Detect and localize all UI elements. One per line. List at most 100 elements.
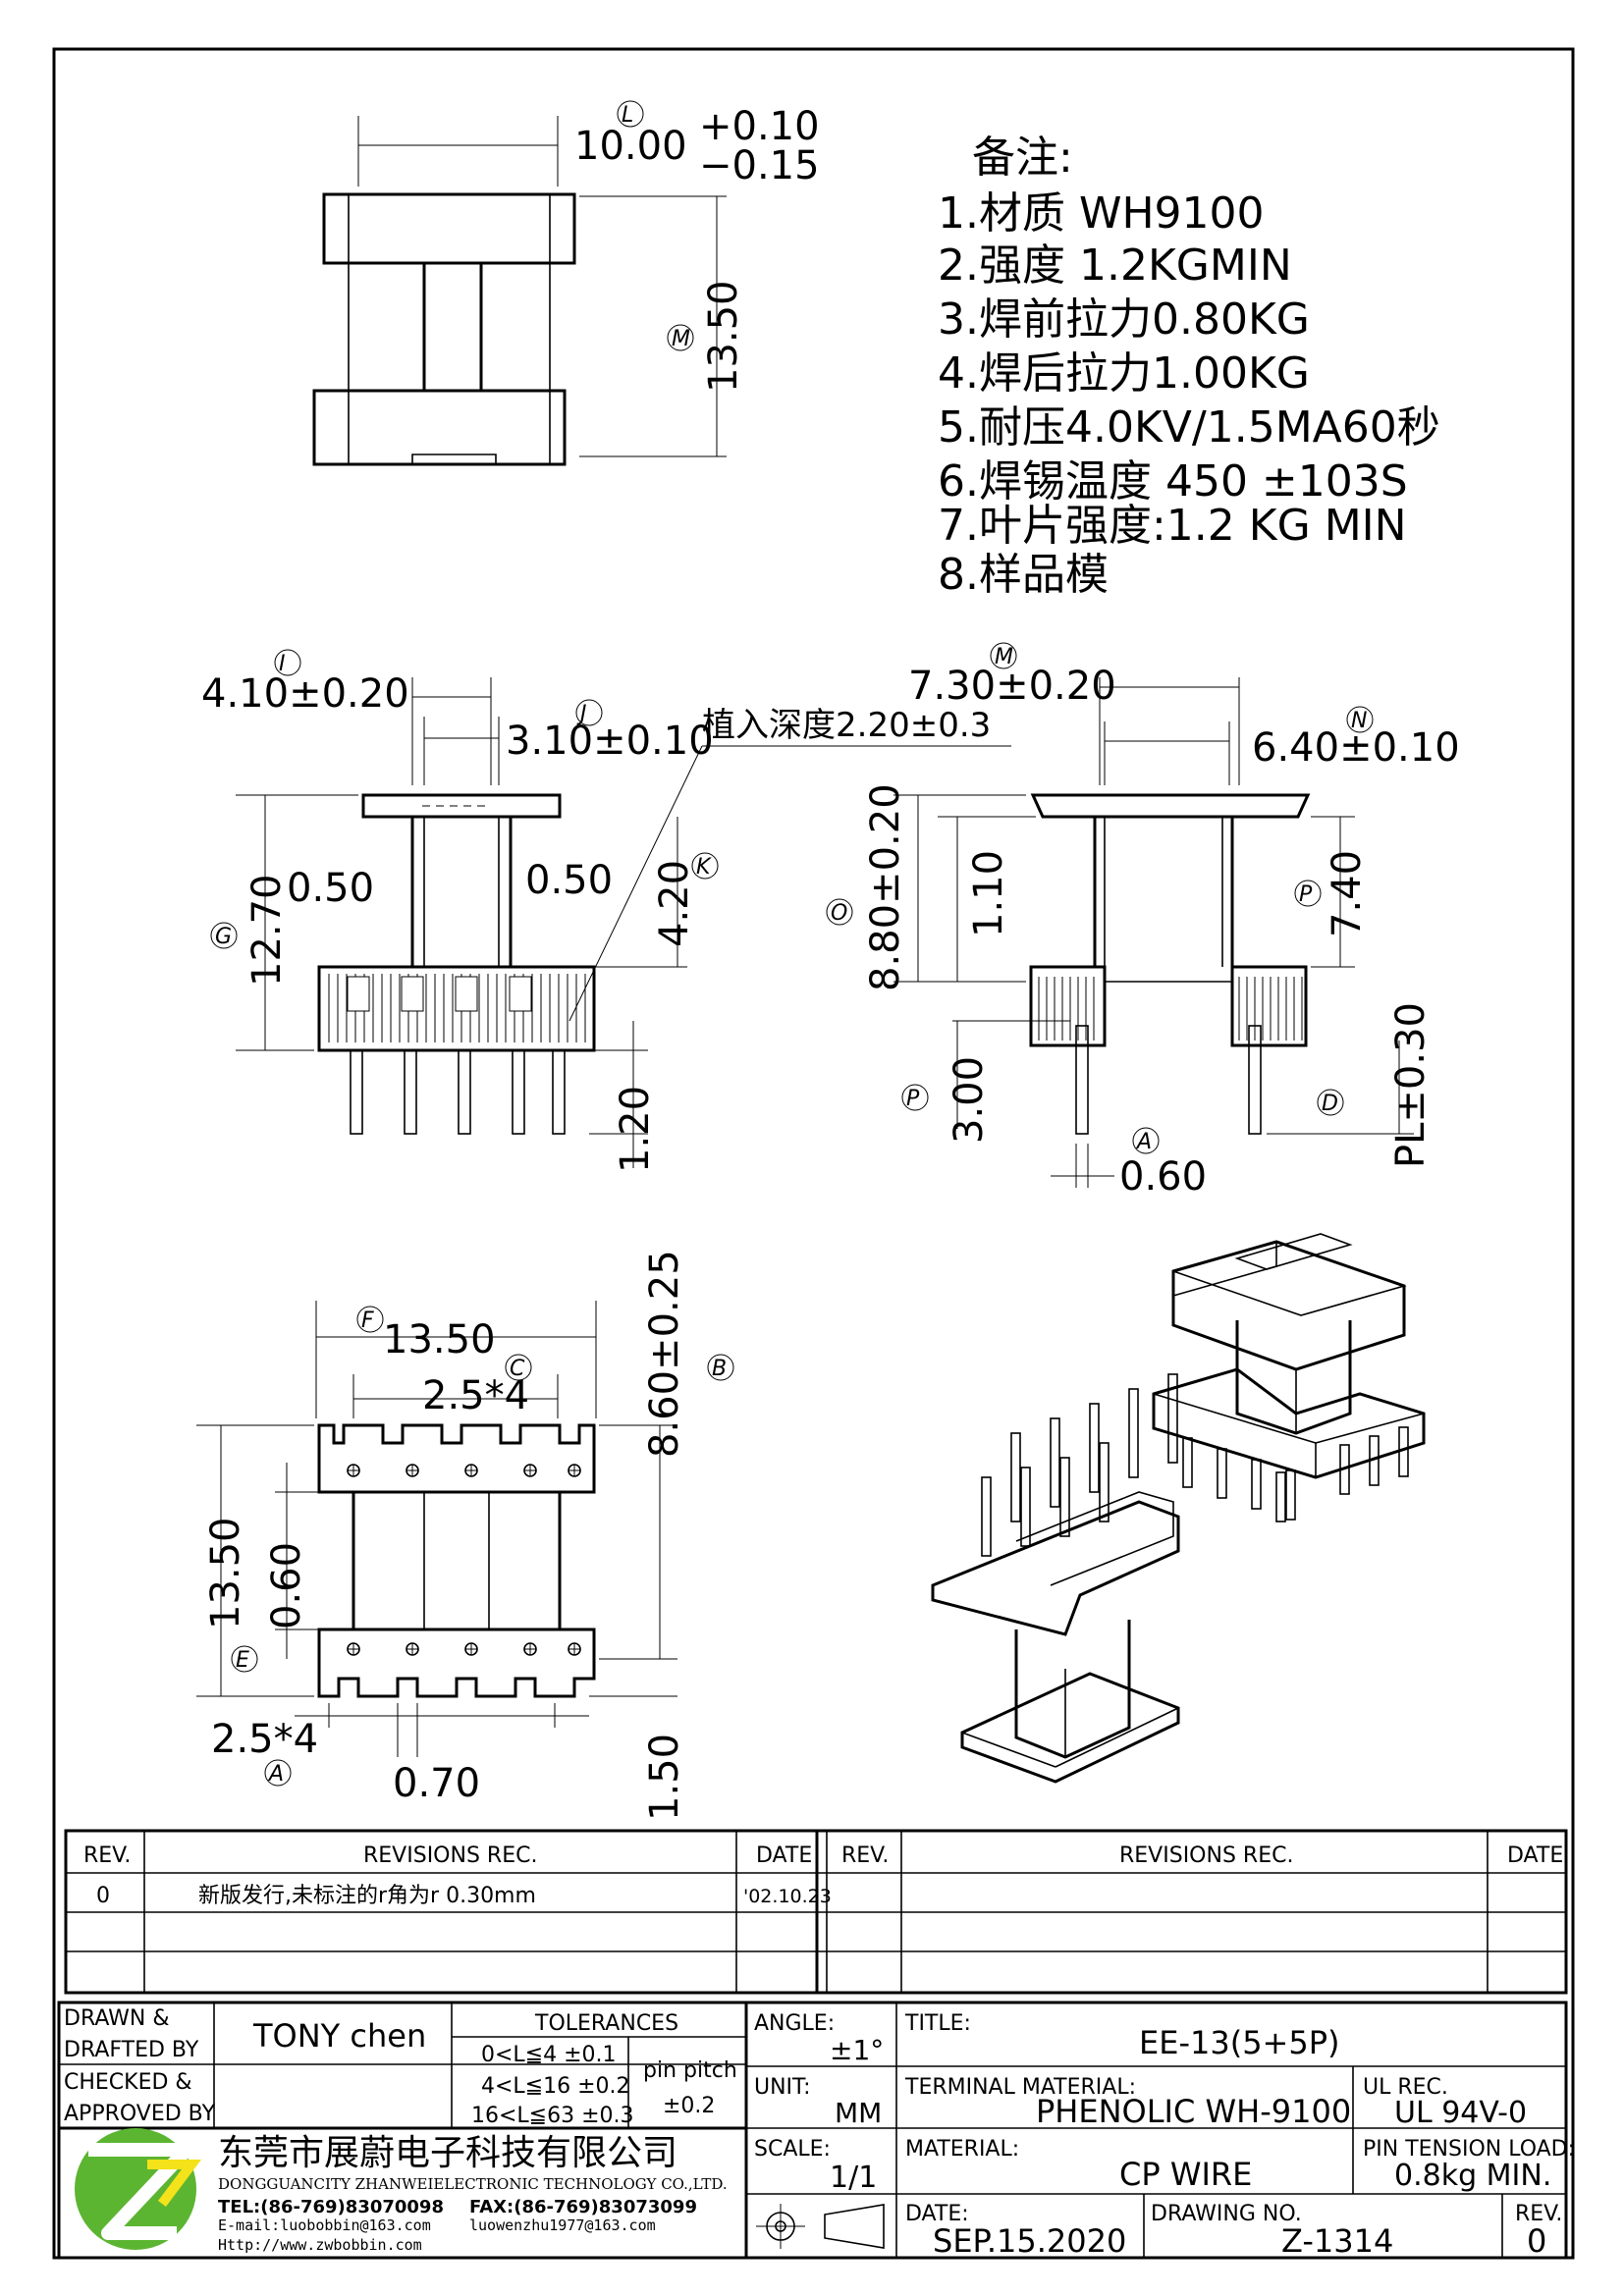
side-pl: PL±0.30 (1388, 1002, 1434, 1168)
svg-text:E: E (236, 1648, 249, 1673)
rev-row-date: '02.10.23 (743, 1886, 832, 1907)
bottom-height: 13.50 (203, 1517, 248, 1629)
slot (509, 976, 532, 1012)
iso-pin (1050, 1417, 1060, 1508)
rev-row-rev: 0 (96, 1884, 110, 1908)
svg-text:2.强度 1.2KGMIN: 2.强度 1.2KGMIN (938, 240, 1292, 291)
bottom-base: 1.50 (642, 1734, 687, 1821)
rev-row-text: 新版发行,未标注的r角为r 0.30mm (198, 1884, 536, 1908)
drawn-label-2: DRAFTED BY (64, 2038, 199, 2062)
svg-text:O: O (831, 901, 847, 926)
drawn-label-1: DRAWN & (64, 2006, 170, 2031)
angle-value: ±1° (830, 2034, 884, 2066)
checked-label-2: APPROVED BY (64, 2102, 216, 2126)
svg-text:D: D (1322, 1092, 1338, 1116)
side-height: 8.80±0.20 (863, 783, 908, 991)
front-window: 4.20 (652, 860, 697, 947)
title-value: EE-13(5+5P) (1139, 2024, 1340, 2061)
company-name-cn: 东莞市展蔚电子科技有限公司 (218, 2133, 677, 2173)
svg-text:P: P (1299, 882, 1313, 907)
svg-text:7.叶片强度:1.2 KG MIN: 7.叶片强度:1.2 KG MIN (938, 501, 1407, 551)
rev-value: 0 (1527, 2222, 1546, 2260)
svg-text:C: C (510, 1357, 525, 1381)
svg-text:L: L (622, 103, 633, 128)
company-email-1: E-mail:luobobbin@163.com (218, 2216, 431, 2234)
svg-text:1.材质 WH9100: 1.材质 WH9100 (938, 188, 1265, 239)
iso-pin (1010, 1432, 1021, 1522)
bottom-height-top: 8.60±0.25 (642, 1250, 687, 1458)
slot (455, 976, 478, 1012)
iso-pin (1398, 1426, 1409, 1477)
isometric-inverted (931, 1373, 1180, 1784)
iso-pin (1339, 1444, 1350, 1495)
svg-text:I: I (279, 652, 286, 676)
company-fax: FAX:(86-769)83073099 (469, 2197, 697, 2217)
date-header-1: DATE (756, 1843, 812, 1868)
ul-label: UL REC. (1363, 2075, 1448, 2100)
svg-text:G: G (215, 925, 232, 949)
rev-header-2: REV. (841, 1843, 889, 1868)
bottom-width: 13.50 (383, 1317, 496, 1362)
unit-label: UNIT: (754, 2075, 810, 2100)
drawing-no-label: DRAWING NO. (1151, 2202, 1302, 2226)
company-email-2: luowenzhu1977@163.com (469, 2216, 656, 2234)
slot (401, 976, 424, 1012)
side-view: 7.30±0.20 6.40±0.10 8.80±0.20 1.10 7.40 … (826, 642, 1460, 1200)
top-height: 13.50 (701, 280, 746, 393)
iso-pin (1020, 1467, 1031, 1547)
rev-header-1: REV. (83, 1843, 131, 1868)
drawn-by: TONY chen (252, 2017, 426, 2055)
tolerances-label: TOLERANCES (534, 2011, 678, 2036)
drawing-no-value: Z-1314 (1281, 2222, 1393, 2260)
company-web: Http://www.zwbobbin.com (218, 2236, 422, 2254)
iso-pin (1275, 1471, 1286, 1522)
iso-pin (981, 1476, 992, 1557)
projection-symbol-icon (756, 2204, 885, 2249)
svg-text:4.焊后拉力1.00KG: 4.焊后拉力1.00KG (938, 348, 1310, 399)
date-header-2: DATE (1507, 1843, 1563, 1868)
isometric-upright (1152, 1233, 1426, 1522)
iso-pin (1167, 1373, 1178, 1464)
insert-depth: 植入深度2.20±0.3 (702, 706, 991, 745)
svg-text:8.样品模: 8.样品模 (938, 550, 1109, 600)
company-logo (75, 2128, 201, 2250)
front-right-wall: 0.50 (525, 858, 613, 903)
revisions-table: REV. REVISIONS REC. DATE REV. REVISIONS … (64, 1829, 1568, 1995)
bottom-pitch-bot: 2.5*4 (211, 1717, 318, 1762)
svg-text:6.焊锡温度 450 ±103S: 6.焊锡温度 450 ±103S (938, 456, 1408, 507)
bottom-pitch-top: 2.5*4 (422, 1373, 529, 1418)
svg-text:A: A (267, 1762, 284, 1787)
bottom-wall: 0.60 (264, 1542, 309, 1629)
sheet-border (52, 47, 1575, 2260)
iso-pin (1182, 1437, 1193, 1488)
logo-accent (147, 2160, 201, 2207)
svg-text:B: B (712, 1357, 727, 1381)
unit-value: MM (835, 2097, 882, 2129)
front-flange: 4.10±0.20 (201, 671, 409, 717)
pin-pitch-label: pin pitch (643, 2058, 737, 2083)
bottom-view: 13.50 2.5*4 8.60±0.25 13.50 0.60 2.5*4 0… (196, 1250, 734, 1821)
front-pin-len: 1.20 (613, 1086, 658, 1173)
title-block: DRAWN & DRAFTED BY TONY chen CHECKED & A… (57, 2001, 1575, 2260)
svg-text:5.耐压4.0KV/1.5MA60秒: 5.耐压4.0KV/1.5MA60秒 (938, 402, 1440, 453)
side-flange: 1.10 (966, 850, 1011, 937)
date-value: SEP.15.2020 (933, 2222, 1126, 2260)
iso-pin (1059, 1457, 1070, 1537)
front-core: 3.10±0.10 (506, 719, 714, 764)
svg-text:0<L≦4 ±0.1: 0<L≦4 ±0.1 (481, 2043, 617, 2067)
iso-pin (1251, 1459, 1262, 1510)
material-value: CP WIRE (1119, 2156, 1252, 2193)
front-height: 12.70 (244, 874, 290, 987)
company-name-en: DONGGUANCITY ZHANWEIELECTRONIC TECHNOLOG… (218, 2175, 728, 2193)
logo-circle (75, 2128, 196, 2250)
iso-pin (1128, 1388, 1139, 1478)
checked-label-1: CHECKED & (64, 2070, 192, 2095)
angle-label: ANGLE: (754, 2011, 835, 2036)
top-tol-minus: −0.15 (699, 143, 820, 188)
revisions-header-1: REVISIONS REC. (363, 1843, 537, 1868)
svg-text:16<L≦63 ±0.3: 16<L≦63 ±0.3 (471, 2104, 634, 2128)
iso-pin (1285, 1469, 1296, 1521)
side-pin: 0.60 (1119, 1154, 1207, 1200)
ul-value: UL 94V-0 (1394, 2096, 1527, 2130)
date-label: DATE: (905, 2202, 969, 2226)
